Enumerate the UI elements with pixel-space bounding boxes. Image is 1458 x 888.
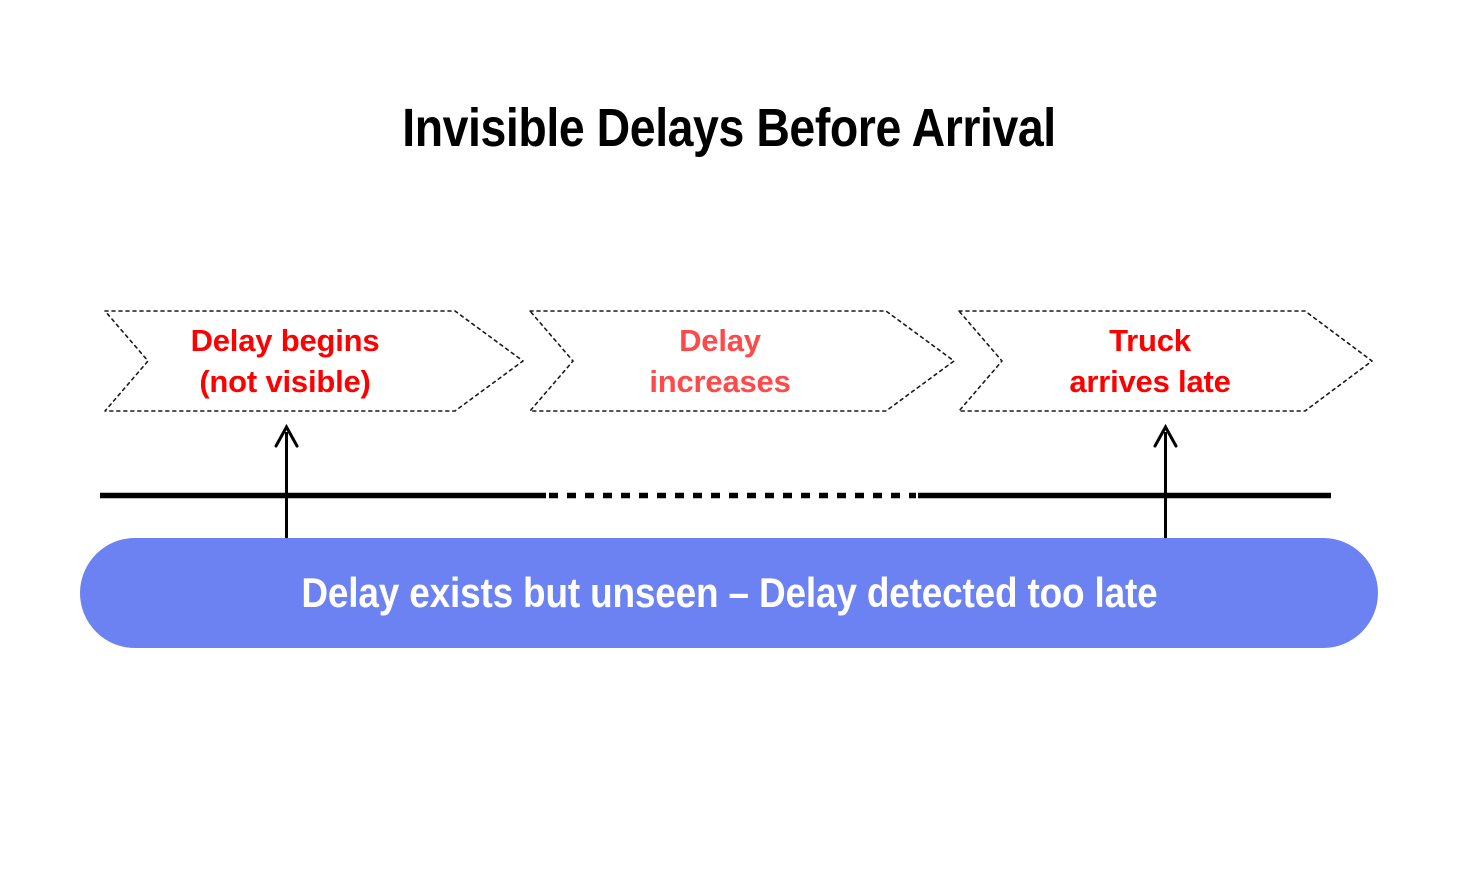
- stage-3-label: Truck arrives late: [1069, 323, 1231, 399]
- marker-delay-begins-arrowhead: [274, 423, 299, 448]
- marker-truck-arrives-late-arrowhead: [1153, 423, 1178, 448]
- summary-banner: Delay exists but unseen – Delay detected…: [80, 538, 1378, 648]
- page-title: Invisible Delays Before Arrival: [402, 98, 1056, 158]
- stage-1-label: Delay begins (not visible): [190, 323, 380, 399]
- summary-banner-text: Delay exists but unseen – Delay detected…: [300, 569, 1158, 616]
- stage-2-label: Delay increases: [649, 323, 791, 399]
